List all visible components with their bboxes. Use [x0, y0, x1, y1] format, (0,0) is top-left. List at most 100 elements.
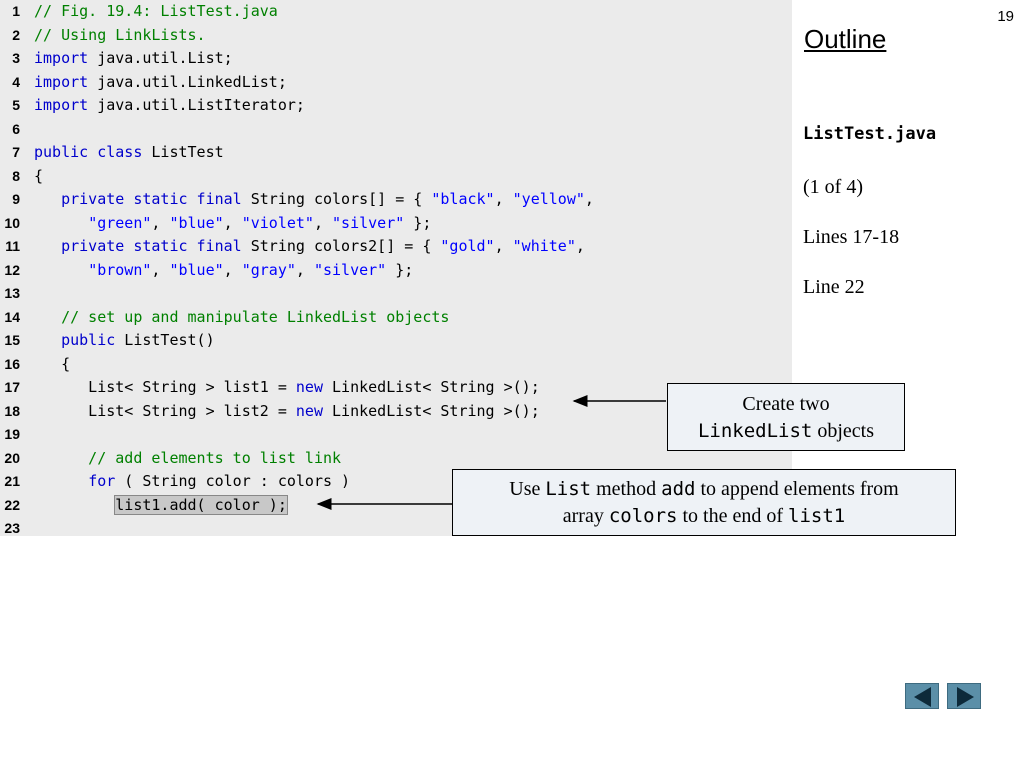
callout2-p5: to the end of — [677, 505, 789, 527]
line-number: 19 — [4, 426, 20, 442]
code-line: 16 { — [0, 353, 792, 376]
previous-slide-button[interactable] — [905, 683, 939, 709]
code-line: 8{ — [0, 165, 792, 188]
outline-link[interactable]: Outline — [804, 24, 887, 54]
code-token: "white" — [512, 237, 576, 255]
line-number: 15 — [4, 332, 20, 348]
code-token: new — [295, 401, 323, 420]
code-token: list1.add( color ); — [114, 494, 288, 515]
code-line: 4 import java.util.LinkedList; — [0, 71, 792, 94]
code-line: 23 — [0, 517, 792, 540]
code-text: // add elements to list link — [34, 447, 341, 470]
line-number: 9 — [12, 191, 20, 207]
code-token: List< String > list1 = — [34, 378, 296, 396]
triangle-right-icon — [957, 687, 974, 707]
code-line: 10 "green", "blue", "violet", "silver" }… — [0, 212, 792, 235]
code-text: // set up and manipulate LinkedList obje… — [34, 306, 449, 329]
code-token: ListTest — [142, 143, 224, 161]
callout2-p1: Use — [509, 478, 546, 500]
code-line: 11 private static final String colors2[]… — [0, 235, 792, 258]
code-token: "gray" — [241, 260, 296, 279]
code-token: // Fig. 19.4: ListTest.java — [34, 2, 278, 20]
code-line: 13 — [0, 282, 792, 305]
callout2-p3: to append elements from — [695, 478, 899, 500]
code-line: 20 // add elements to list link — [0, 447, 792, 470]
code-line: 19 — [0, 423, 792, 446]
code-text: // Using LinkLists. — [34, 24, 206, 47]
line-number: 18 — [4, 402, 20, 419]
line-number: 14 — [4, 308, 20, 325]
code-line: 17 List< String > list1 = new LinkedList… — [0, 376, 792, 399]
code-token: private static final — [61, 190, 242, 208]
code-line: 22 list1.add( color ); — [0, 494, 792, 517]
code-text: { — [34, 165, 43, 188]
code-line: 21 for ( String color : colors ) — [0, 470, 792, 493]
line-number: 5 — [12, 97, 20, 113]
code-token: "blue" — [169, 213, 224, 232]
code-token: , — [575, 237, 585, 255]
triangle-left-icon — [914, 687, 931, 707]
code-token: }; — [386, 260, 414, 279]
code-token: "violet" — [241, 213, 314, 232]
callout2-p4: array — [562, 505, 609, 527]
code-token: "green" — [88, 213, 152, 232]
code-token: java.util.LinkedList; — [88, 72, 287, 91]
callout2-m2: add — [661, 478, 696, 500]
code-token: LinkedList< String >(); — [323, 378, 540, 396]
code-token: , — [295, 260, 314, 279]
code-token: "black" — [431, 190, 495, 208]
next-slide-button[interactable] — [947, 683, 981, 709]
code-token: }; — [404, 213, 432, 232]
code-line: 3 import java.util.List; — [0, 47, 792, 70]
code-token: { — [34, 354, 71, 373]
code-text: "green", "blue", "violet", "silver" }; — [34, 212, 431, 235]
code-token: private static final — [61, 237, 242, 255]
code-text: private static final String colors2[] = … — [34, 235, 585, 258]
callout2-line2: array colors to the end of list1 — [453, 503, 955, 530]
code-text: import java.util.List; — [34, 47, 233, 70]
code-token: public class — [34, 143, 143, 161]
line-number: 7 — [12, 144, 20, 160]
code-token: import — [34, 72, 89, 91]
callout1-mono: LinkedList — [697, 420, 813, 442]
code-text: List< String > list1 = new LinkedList< S… — [34, 376, 540, 399]
code-token: List< String > list2 = — [34, 401, 296, 420]
code-token: java.util.ListIterator; — [88, 96, 305, 114]
outline-lines-17-18: Lines 17-18 — [803, 226, 900, 248]
line-number: 3 — [12, 50, 20, 66]
outline-file-name: ListTest.java — [803, 124, 937, 144]
slide-number: 19 — [997, 8, 1014, 25]
callout2-m1: List — [545, 478, 592, 500]
line-number: 1 — [12, 3, 20, 19]
code-token: "silver" — [332, 213, 405, 232]
code-line: 12 "brown", "blue", "gray", "silver" }; — [0, 259, 792, 282]
code-token: , — [151, 260, 170, 279]
code-token: { — [34, 166, 44, 185]
callout2-line1: Use List method add to append elements f… — [453, 476, 955, 503]
line-number: 21 — [4, 473, 20, 489]
callout-add-method: Use List method add to append elements f… — [452, 469, 956, 536]
outline-page-indicator: (1 of 4) — [803, 176, 863, 198]
code-line: 9 private static final String colors[] =… — [0, 188, 792, 211]
line-number: 4 — [12, 73, 20, 90]
callout2-p2: method — [591, 478, 662, 500]
line-number: 16 — [4, 355, 20, 372]
line-number: 6 — [12, 120, 20, 137]
code-token: , — [223, 260, 242, 279]
code-text: private static final String colors[] = {… — [34, 188, 594, 211]
line-number: 13 — [4, 285, 20, 301]
code-token: String colors[] = { — [241, 190, 432, 208]
code-text: for ( String color : colors ) — [34, 470, 350, 493]
line-number: 22 — [4, 496, 20, 513]
code-token: "gold" — [440, 237, 495, 255]
code-token: ListTest() — [115, 331, 215, 349]
code-token: LinkedList< String >(); — [323, 401, 540, 420]
code-token: "silver" — [313, 260, 387, 279]
code-token: // Using LinkLists. — [34, 25, 206, 44]
line-number: 10 — [4, 214, 20, 231]
code-token: , — [151, 213, 170, 232]
callout2-m3: colors — [608, 505, 678, 527]
code-token: // set up and manipulate LinkedList obje… — [34, 307, 450, 326]
code-token: "brown" — [88, 260, 152, 279]
